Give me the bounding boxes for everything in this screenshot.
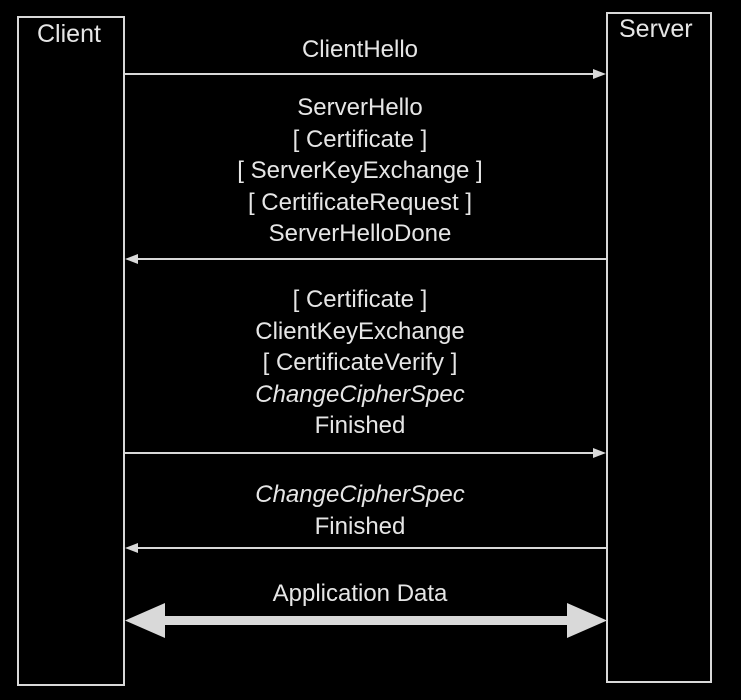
arrow-server-to-client (125, 254, 606, 264)
message-line: ClientHello (301, 36, 419, 63)
arrow-client-to-server (125, 69, 606, 79)
arrow-server-to-client (125, 543, 606, 553)
arrow-bidirectional (125, 603, 607, 638)
message-line: [ Certificate ] (292, 125, 428, 153)
message-line: Finished (314, 412, 406, 439)
message-line: [ Certificate ] (292, 286, 428, 313)
client-label: Client (37, 20, 101, 48)
message-line: ServerHelloDone (268, 220, 452, 247)
client-lifeline (17, 16, 125, 686)
server-lifeline (606, 12, 712, 683)
message-line: ChangeCipherSpec (255, 380, 465, 408)
message-line: [ ServerKeyExchange ] (237, 157, 483, 184)
message-server-hello-group: ServerHello [ Certificate ] [ ServerKeyE… (150, 92, 570, 250)
message-line: ChangeCipherSpec (255, 481, 465, 508)
message-line: [ CertificateRequest ] (247, 188, 473, 216)
message-line: ServerHello (297, 94, 423, 121)
message-server-finished-group: ChangeCipherSpec Finished (150, 479, 570, 542)
message-client-key-group: [ Certificate ] ClientKeyExchange [ Cert… (150, 284, 570, 442)
arrow-client-to-server (125, 448, 606, 458)
message-client-hello: ClientHello (150, 34, 570, 66)
message-line: [ CertificateVerify ] (262, 349, 458, 376)
message-line: Finished (314, 512, 406, 540)
message-line: Application Data (272, 580, 448, 607)
server-label: Server (619, 15, 693, 43)
message-line: ClientKeyExchange (255, 317, 465, 345)
message-application-data: Application Data (150, 578, 570, 610)
